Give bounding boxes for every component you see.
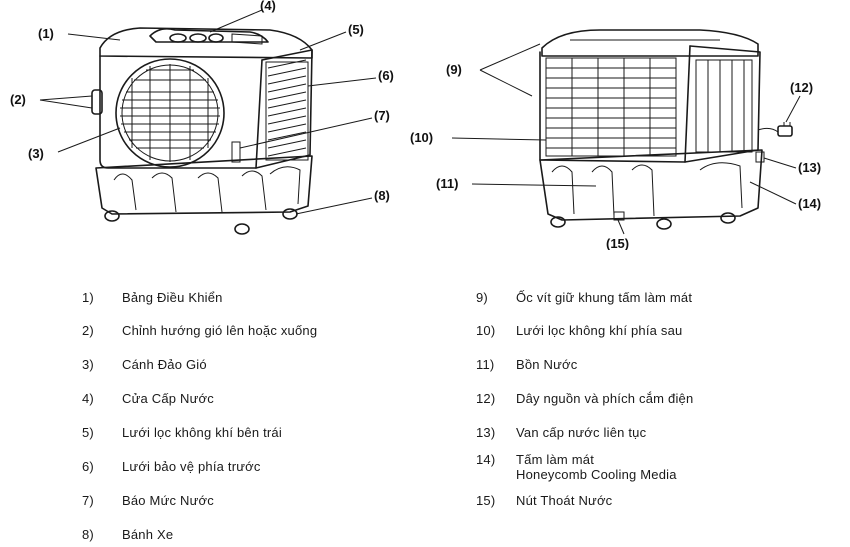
legend-label: Dây nguồn và phích cắm điện — [516, 391, 694, 406]
legend-label: Bánh Xe — [122, 527, 174, 542]
legend-item: 8)Bánh Xe — [82, 527, 174, 542]
callout-1: (1) — [38, 26, 54, 41]
legend-label: Bồn Nước — [516, 357, 578, 372]
legend-item: 13)Van cấp nước liên tục — [476, 425, 647, 440]
callout-15: (15) — [606, 236, 629, 250]
legend-item: 3)Cánh Đảo Gió — [82, 357, 207, 372]
air-cooler-diagram: (1) (2) (3) (4) (5) (6) (7) (8) (9) (10)… — [10, 0, 821, 250]
callout-4: (4) — [260, 0, 276, 13]
legend-label: Ốc vít giữ khung tấm làm mát — [516, 290, 693, 305]
legend-label: Cửa Cấp Nước — [122, 391, 214, 406]
callout-8: (8) — [374, 188, 390, 203]
callout-14: (14) — [798, 196, 821, 211]
callout-7: (7) — [374, 108, 390, 123]
leader-lines — [39, 9, 801, 235]
callout-3: (3) — [28, 146, 44, 161]
callout-5: (5) — [348, 22, 364, 37]
legend-label: Báo Mức Nước — [122, 493, 214, 508]
legend-label: Chỉnh hướng gió lên hoặc xuống — [122, 323, 318, 338]
legend-item: 6)Lưới bảo vệ phía trước — [82, 459, 261, 474]
front-view-cooler — [91, 27, 313, 235]
legend-item: 7)Báo Mức Nước — [82, 493, 214, 508]
legend-label: Van cấp nước liên tục — [516, 425, 647, 440]
legend-item: 12)Dây nguồn và phích cắm điện — [476, 391, 694, 406]
legend-item: 4)Cửa Cấp Nước — [82, 391, 214, 406]
callout-13: (13) — [798, 160, 821, 175]
callout-labels: (1) (2) (3) (4) (5) (6) (7) (8) (9) (10)… — [10, 0, 821, 250]
legend-item: 15)Nút Thoát Nước — [476, 493, 613, 508]
legend-label: Cánh Đảo Gió — [122, 357, 207, 372]
legend-item: 2)Chỉnh hướng gió lên hoặc xuống — [82, 323, 318, 338]
legend-label: Nút Thoát Nước — [516, 493, 613, 508]
legend-label: Lưới bảo vệ phía trước — [122, 459, 261, 474]
legend-label: Lưới lọc không khí bên trái — [122, 425, 282, 440]
legend-label: Tấm làm mát Honeycomb Cooling Media — [516, 452, 677, 482]
legend-label: Lưới lọc không khí phía sau — [516, 323, 683, 338]
callout-6: (6) — [378, 68, 394, 83]
legend-item: 1)Bảng Điều Khiển — [82, 290, 223, 305]
callout-2: (2) — [10, 92, 26, 107]
legend-item: 11)Bồn Nước — [476, 357, 578, 372]
legend-label: Bảng Điều Khiển — [122, 290, 223, 305]
rear-view-cooler — [539, 29, 793, 230]
legend-item: 10)Lưới lọc không khí phía sau — [476, 323, 683, 338]
legend-item: 5)Lưới lọc không khí bên trái — [82, 425, 282, 440]
callout-11: (11) — [436, 176, 458, 191]
callout-12: (12) — [790, 80, 813, 95]
legend-item: 9)Ốc vít giữ khung tấm làm mát — [476, 290, 693, 305]
callout-10: (10) — [410, 130, 433, 145]
callout-9: (9) — [446, 62, 462, 77]
parts-legend: 1)Bảng Điều Khiển 2)Chỉnh hướng gió lên … — [0, 280, 850, 547]
legend-item: 14)Tấm làm mát Honeycomb Cooling Media — [476, 452, 677, 482]
